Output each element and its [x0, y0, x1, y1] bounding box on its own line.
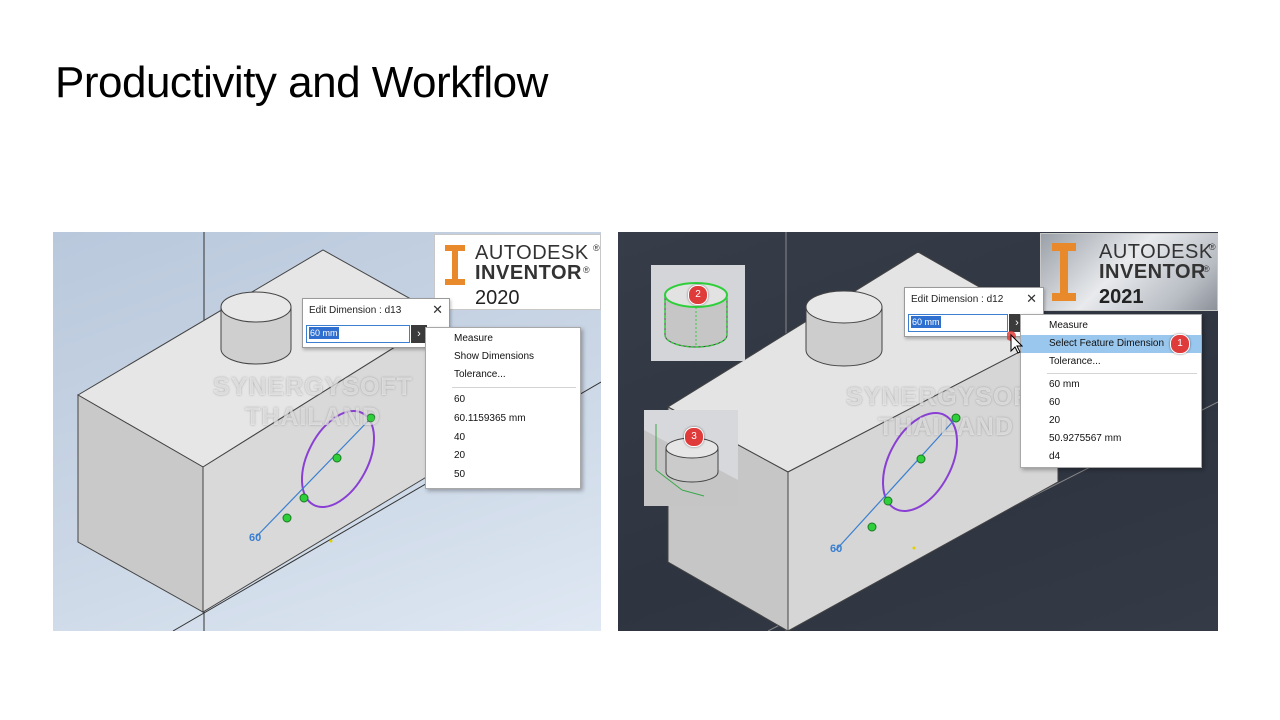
menu-item-recent-value[interactable]: 60 [1049, 397, 1061, 408]
cylinder-boss [805, 306, 883, 367]
menu-item-recent-value[interactable]: 40 [454, 432, 466, 443]
menu-item-recent-value[interactable]: 60 [454, 394, 466, 405]
menu-item-show-dimensions[interactable]: Show Dimensions [454, 351, 535, 362]
dimension-line [835, 417, 957, 551]
cylinder-boss [220, 306, 292, 365]
dimension-value-input[interactable]: 60 mm [908, 314, 1008, 332]
menu-item-tolerance[interactable]: Tolerance... [454, 369, 506, 380]
menu-item-tolerance[interactable]: Tolerance... [1049, 356, 1101, 367]
dimension-value-label[interactable]: 60 [830, 543, 843, 555]
inset-feature-dimension: 3 [644, 410, 738, 506]
menu-item-measure[interactable]: Measure [454, 333, 493, 344]
dimension-options-menu: Measure Show Dimensions Tolerance... 60 … [425, 327, 581, 489]
inventor-2020-logo: AUTODESK ® INVENTOR ® 2020 [434, 234, 601, 310]
menu-item-recent-value[interactable]: 20 [454, 450, 466, 461]
dialog-title: Edit Dimension : d12 [911, 294, 1004, 305]
dimension-line [255, 417, 372, 538]
sketch-ellipse [882, 411, 958, 513]
menu-item-recent-value[interactable]: 20 [1049, 415, 1061, 426]
menu-item-measure[interactable]: Measure [1049, 320, 1088, 331]
chevron-right-icon[interactable]: › [411, 325, 427, 343]
sketch-ellipse [300, 409, 376, 509]
step-badge: 1 [1170, 334, 1190, 354]
close-icon[interactable]: ✕ [432, 302, 443, 317]
menu-item-recent-value[interactable]: 50 [454, 469, 466, 480]
inventor-2021-logo: AUTODESK ® INVENTOR ® 2021 [1040, 233, 1218, 311]
menu-item-recent-value[interactable]: 50.9275567 mm [1049, 433, 1122, 444]
step-badge: 2 [688, 285, 708, 305]
mouse-cursor-icon [1007, 331, 1023, 354]
inset-select-cylinder: 2 [651, 265, 745, 361]
dimension-value-input[interactable]: 60 mm [306, 325, 410, 343]
step-badge: 3 [684, 427, 704, 447]
menu-separator [1047, 373, 1197, 374]
inventor-logo-icon [1052, 243, 1076, 301]
dialog-title: Edit Dimension : d13 [309, 305, 402, 316]
menu-item-select-feature-dimension[interactable]: Select Feature Dimension [1021, 335, 1201, 353]
block-side-face [787, 331, 1059, 631]
inventor-logo-icon [445, 245, 465, 285]
dimension-options-menu: Measure Select Feature Dimension Toleran… [1020, 314, 1202, 468]
close-icon[interactable]: ✕ [1026, 291, 1037, 306]
menu-separator [452, 387, 576, 388]
menu-item-recent-value[interactable]: 60 mm [1049, 379, 1080, 390]
menu-item-recent-value[interactable]: 60.1159365 mm [454, 413, 526, 424]
slide-title: Productivity and Workflow [55, 58, 548, 107]
menu-item-recent-value[interactable]: d4 [1049, 451, 1061, 462]
dimension-value-label[interactable]: 60 [249, 532, 262, 544]
